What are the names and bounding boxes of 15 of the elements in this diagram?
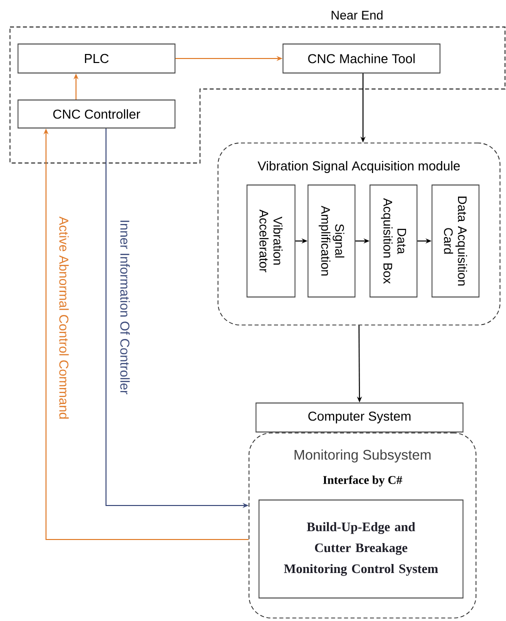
edge-label: Active Abnormal Control Command: [59, 216, 69, 419]
process-box: CNC Controller: [18, 100, 176, 128]
process-box: Data Acquisition Box: [370, 184, 418, 298]
process-box: CNC Machine Tool: [282, 44, 440, 74]
process-box: Vibration Accelerator: [246, 184, 296, 298]
module-heading: Monitoring Subsystem: [294, 450, 431, 462]
subtitle: Interface by C#: [323, 476, 402, 486]
region-heading: Near End: [332, 10, 382, 20]
process-box: Data Acquisition Card: [432, 184, 480, 298]
process-box: Build-Up-Edge and Cutter Breakage Monitoring Control System: [258, 500, 464, 598]
process-box: Signal Amplification: [308, 184, 356, 298]
module-heading: Vibration Signal Acquisition module: [258, 160, 460, 174]
process-box: PLC: [18, 44, 176, 74]
edge-label: Inner Information Of Controller: [120, 220, 130, 394]
process-box: Computer System: [256, 402, 464, 432]
